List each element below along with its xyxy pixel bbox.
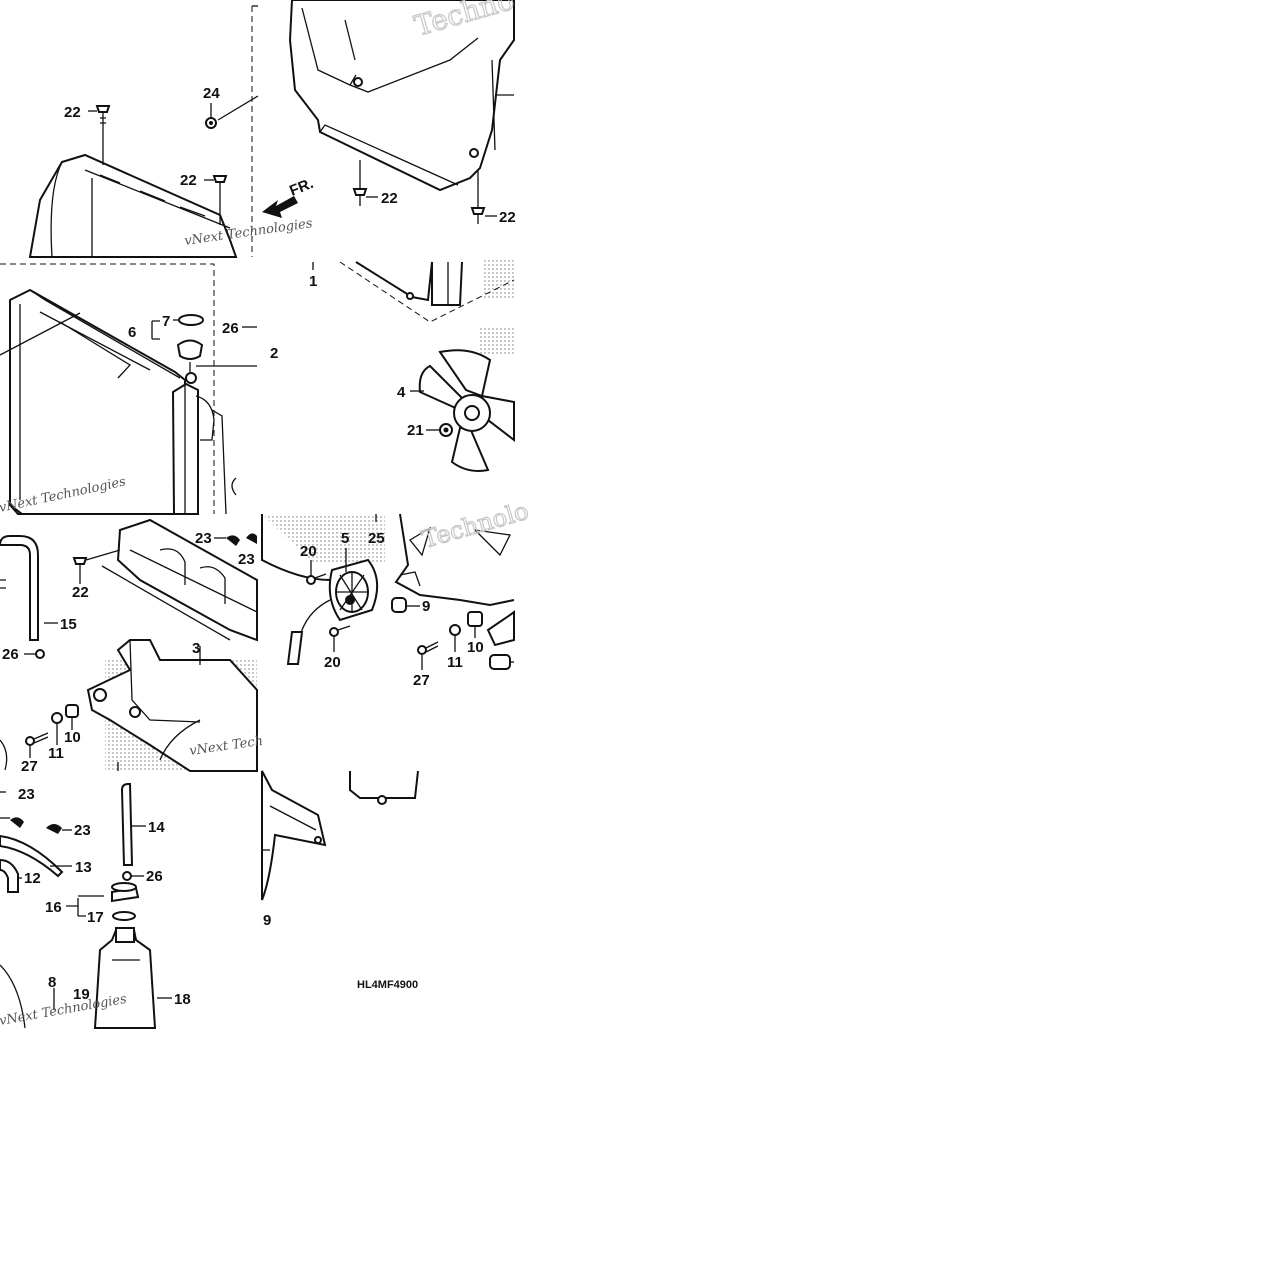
callout-label: 19 <box>73 986 90 1003</box>
callout-label: 13 <box>75 859 92 876</box>
callout-label: 17 <box>87 909 104 926</box>
grommet-10-icon <box>467 611 483 627</box>
callout-label: 23 <box>18 786 35 803</box>
callout-label: 3 <box>192 640 200 657</box>
callout-label: 9 <box>422 598 430 615</box>
diagram-code: HL4MF4900 <box>357 979 418 991</box>
callout-label: 22 <box>72 584 89 601</box>
reserve-tank-icon <box>93 927 157 1029</box>
callout-label: 9 <box>263 912 271 929</box>
bolt-27-icon <box>25 732 49 746</box>
callout-label: 26 <box>2 646 19 663</box>
front-marker-label: FR. <box>287 175 316 200</box>
callout-label: 24 <box>203 85 220 102</box>
tile-reserve-tank <box>0 783 172 1029</box>
callout-label: 27 <box>21 758 38 775</box>
callout-label: 1 <box>309 273 317 290</box>
tile-shroud-frame <box>0 518 258 772</box>
watermark-text: Technolo <box>419 497 532 554</box>
bolt-24-icon <box>205 117 217 129</box>
grommet-10-icon <box>65 704 79 718</box>
callout-label: 8 <box>48 974 56 991</box>
callout-label: 22 <box>499 209 516 226</box>
callout-label: 12 <box>24 870 41 887</box>
clip-22-icon <box>212 175 228 197</box>
callout-label: 10 <box>64 729 81 746</box>
callout-label: 20 <box>324 654 341 671</box>
bolt-20-icon <box>306 573 327 585</box>
nut-21-icon <box>439 423 453 437</box>
clip-22-icon <box>352 188 368 206</box>
clip-22-icon <box>470 207 486 224</box>
callout-label: 6 <box>128 324 136 341</box>
callout-label: 26 <box>222 320 239 337</box>
callout-label: 25 <box>368 530 385 547</box>
tile-cooling-fan <box>312 260 515 472</box>
callout-label: 18 <box>174 991 191 1008</box>
tile-radiator-top <box>28 5 298 258</box>
callout-label: 11 <box>48 745 64 762</box>
tile-misc-parts <box>261 770 419 901</box>
callout-label: 16 <box>45 899 62 916</box>
callout-label: 20 <box>300 543 317 560</box>
clip-23-icon <box>226 533 257 546</box>
callout-label: 11 <box>447 654 463 671</box>
grommet-9-icon <box>391 597 407 613</box>
callout-labels: 22 24 22 22 22 1 7 6 26 2 4 21 23 23 22 … <box>2 85 516 1008</box>
front-arrow-icon <box>262 196 298 218</box>
callout-label: 23 <box>74 822 91 839</box>
callout-label: 22 <box>180 172 197 189</box>
callout-label: 4 <box>397 384 406 401</box>
clip-22-icon <box>95 105 111 128</box>
callout-label: 22 <box>381 190 398 207</box>
callout-label: 2 <box>270 345 278 362</box>
bolt-20-icon <box>329 625 351 637</box>
fan-blade-icon <box>418 349 515 472</box>
fan-motor-icon <box>328 558 379 622</box>
callout-label: 14 <box>148 819 165 836</box>
clip-23-icon <box>0 791 62 834</box>
callout-label: 23 <box>238 551 255 568</box>
callout-label: 5 <box>341 530 349 547</box>
callout-label: 22 <box>64 104 81 121</box>
callout-label: 15 <box>60 616 77 633</box>
callout-label: 27 <box>413 672 430 689</box>
tile-fan-shroud <box>288 0 515 224</box>
clip-22-icon <box>72 557 88 576</box>
callout-label: 21 <box>407 422 424 439</box>
callout-label: 26 <box>146 868 163 885</box>
bolt-27-icon <box>417 641 439 655</box>
callout-label: 10 <box>467 639 484 656</box>
tank-cap-icon <box>111 882 140 921</box>
callout-label: 7 <box>162 313 170 330</box>
radiator-cap-icon <box>176 314 204 360</box>
tile-fan-motor <box>261 513 515 670</box>
callout-label: 23 <box>195 530 212 547</box>
tile-radiator-body <box>0 263 257 515</box>
